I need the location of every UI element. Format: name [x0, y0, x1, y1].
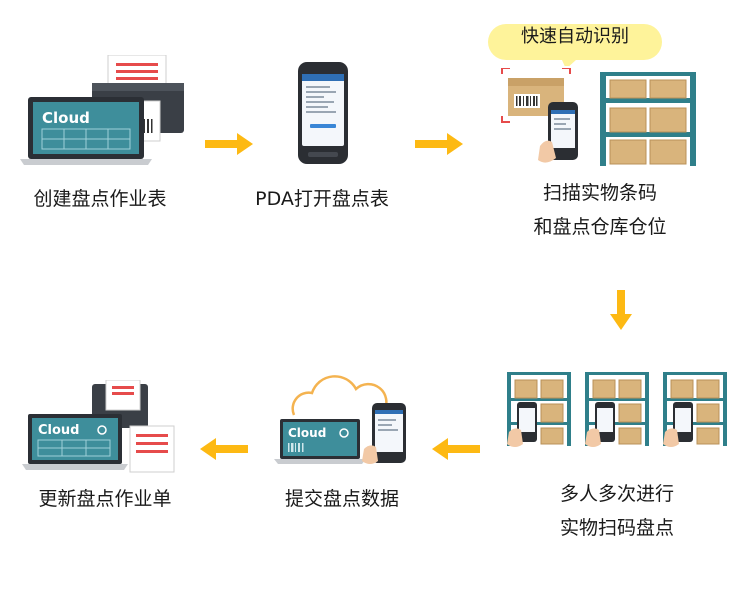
- flow-arrow-right: [415, 133, 463, 155]
- multi-scan-illustration: [507, 372, 727, 447]
- create-sheet-illustration: F45 Cloud: [20, 55, 184, 165]
- step-submit-label: 提交盘点数据: [284, 488, 399, 510]
- callout-text: 快速自动识别: [521, 26, 629, 47]
- pda-device-illustration: [298, 62, 348, 164]
- warehouse-shelf-icon: [600, 72, 696, 166]
- submit-data-illustration: Cloud: [274, 375, 406, 464]
- callout-bubble: [488, 24, 662, 66]
- document-icon: [129, 425, 175, 473]
- scan-illustration: [501, 68, 696, 166]
- hand-scanner-icon: [538, 102, 578, 163]
- shelf-scan-unit-1: [507, 372, 571, 447]
- step-create-label: 创建盘点作业表: [33, 188, 167, 210]
- laptop-icon: Cloud: [22, 414, 128, 470]
- step-open-label: PDA打开盘点表: [255, 188, 389, 210]
- flow-arrow-left: [200, 438, 248, 460]
- flow-arrow-right: [205, 133, 253, 155]
- shelf-scan-unit-2: [585, 372, 649, 447]
- svg-text:Cloud: Cloud: [38, 423, 80, 438]
- flow-arrow-down: [610, 290, 632, 330]
- laptop-icon: Cloud: [274, 419, 366, 464]
- pda-phone-icon: [362, 403, 406, 464]
- cloud-icon: [291, 375, 388, 416]
- shelf-scan-unit-3: [663, 372, 727, 447]
- step-scan-label: 扫描实物条码 和盘点仓库仓位: [533, 182, 667, 238]
- svg-text:Cloud: Cloud: [288, 426, 326, 440]
- svg-text:Cloud: Cloud: [42, 109, 90, 127]
- laptop-icon: Cloud: [20, 97, 152, 165]
- update-sheet-illustration: Cloud: [22, 380, 175, 473]
- pda-phone-icon: [298, 62, 348, 164]
- step-update-label: 更新盘点作业单: [38, 488, 172, 510]
- flow-arrow-left: [432, 438, 480, 460]
- step-multi-label: 多人多次进行 实物扫码盘点: [559, 483, 674, 539]
